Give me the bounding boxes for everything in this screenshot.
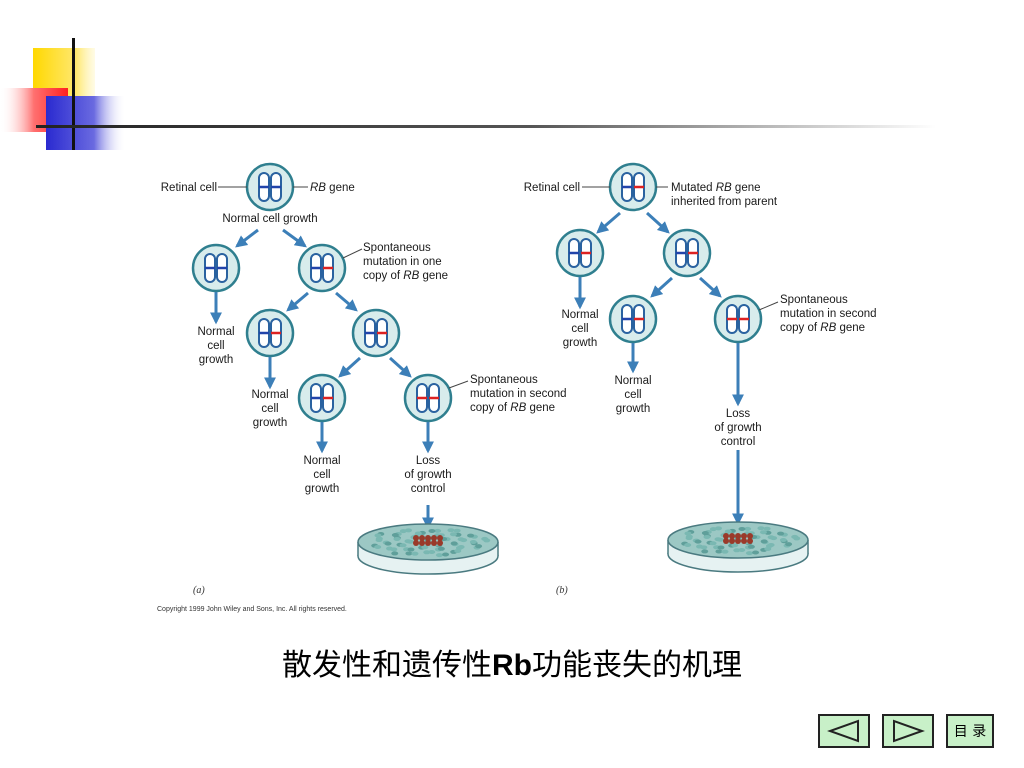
cell-b2 <box>662 228 712 278</box>
next-slide-button[interactable] <box>882 714 934 748</box>
triangle-left-icon <box>827 719 859 743</box>
panel-label-a: (a) <box>193 585 205 596</box>
mutated-cell-a4 <box>297 373 347 423</box>
copyright-text: Copyright 1999 John Wiley and Sons, Inc.… <box>157 606 347 613</box>
table-of-contents-button[interactable]: 目 录 <box>946 714 994 748</box>
label-rb-gene-a: RB gene <box>310 182 355 194</box>
label-normal-cell-growth: Normal cell growth <box>222 213 317 225</box>
retinal-cell-b <box>608 162 658 212</box>
arrow-a4 <box>286 291 309 312</box>
arrow-b4 <box>650 276 674 298</box>
arrow-b2 <box>645 211 670 234</box>
label-retinal-cell-a: Retinal cell <box>161 182 217 194</box>
petri-dish-a <box>357 523 499 575</box>
arrow-a2 <box>282 228 307 248</box>
mutated-cell-a3 <box>351 308 401 358</box>
label-retinal-cell-b: Retinal cell <box>524 182 580 194</box>
arrow-a1 <box>235 228 259 248</box>
retinal-cell-a <box>245 162 295 212</box>
mutated-cell-a2 <box>245 308 295 358</box>
petri-dish-b <box>667 521 809 573</box>
double-mutant-cell-a <box>403 373 453 423</box>
triangle-right-icon <box>893 719 925 743</box>
cell-b1 <box>555 228 605 278</box>
normal-cell-a1 <box>191 243 241 293</box>
double-mutant-cell-b <box>713 294 763 344</box>
blue-square <box>46 96 126 150</box>
arrow-b5 <box>698 276 722 298</box>
arrow-b1 <box>596 211 621 234</box>
slide-header-decoration <box>0 38 936 150</box>
arrow-a7 <box>338 356 362 378</box>
mutated-cell-a1 <box>297 243 347 293</box>
slide-caption: 散发性和遗传性Rb功能丧失的机理 <box>282 648 742 683</box>
panel-label-b: (b) <box>556 585 568 596</box>
cell-b3 <box>608 294 658 344</box>
arrow-a5 <box>335 291 358 312</box>
arrow-a8 <box>388 356 412 378</box>
previous-slide-button[interactable] <box>818 714 870 748</box>
